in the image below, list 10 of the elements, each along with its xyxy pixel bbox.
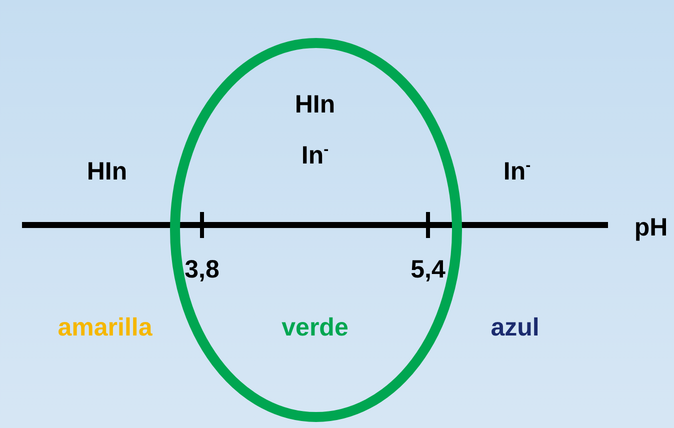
text-label: azul xyxy=(490,314,540,342)
text-label: amarilla xyxy=(58,314,152,342)
text-label: 3,8 xyxy=(184,256,220,284)
ellipse-label: HIn xyxy=(294,90,336,120)
ellipse-label: In$^{-}$ xyxy=(301,142,329,170)
text-label: In$^{-}$ xyxy=(503,158,531,186)
ellipse-label: verde xyxy=(282,314,348,342)
text-label: HIn xyxy=(86,158,128,186)
text-label: pH xyxy=(634,214,668,242)
text-label: 5,4 xyxy=(410,256,446,284)
